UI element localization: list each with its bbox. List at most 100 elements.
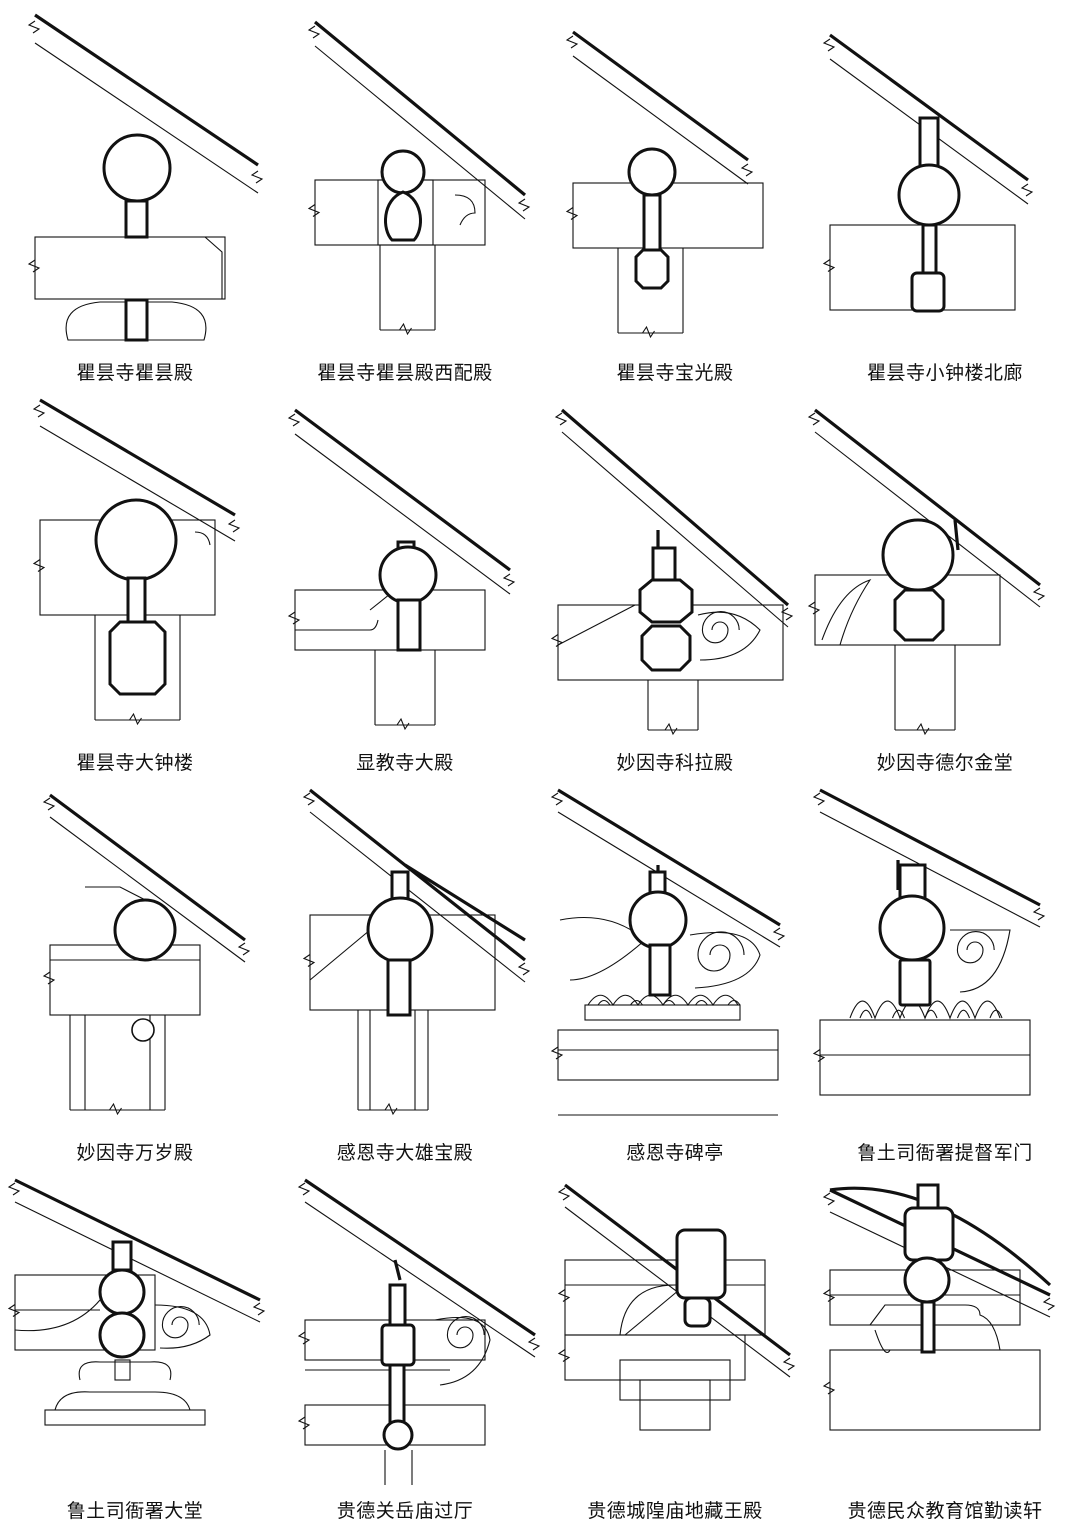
beam-break	[807, 601, 821, 615]
joint-drawing	[297, 1178, 541, 1485]
detail-panel: 瞿昙寺瞿昙殿	[0, 0, 270, 390]
beam-break	[297, 1331, 311, 1345]
panel-caption: 显教寺大殿	[356, 752, 454, 774]
rafter-break-left	[287, 413, 301, 427]
rafter-bottom-line	[14, 1201, 261, 1323]
round-block	[903, 1256, 951, 1304]
rafter-bottom-line	[814, 431, 1041, 608]
rafter-break-right	[1032, 587, 1046, 601]
joint-drawing	[565, 30, 764, 339]
beam-break	[307, 204, 321, 217]
base-plinth	[44, 1409, 206, 1426]
square-block	[675, 1228, 727, 1300]
beam-break	[7, 1304, 21, 1317]
carved-petal	[891, 1009, 906, 1019]
panel-caption: 妙因寺德尔金堂	[876, 752, 1014, 774]
rafter-break-left	[554, 412, 568, 426]
carved-petal	[989, 1009, 1003, 1019]
beam-break	[822, 1289, 836, 1302]
post-break	[129, 712, 142, 726]
carved-petal	[695, 999, 708, 1006]
rafter-break-left	[807, 412, 821, 426]
cloud-scroll-ornament	[446, 1316, 485, 1349]
rafter-bottom-line	[49, 816, 246, 963]
post-break	[109, 1102, 122, 1116]
rafter-top-line	[819, 788, 1041, 907]
detail-panel: 贵德民众教育馆勤读轩	[810, 1170, 1080, 1528]
joint-drawing	[32, 398, 241, 726]
upper-stem	[916, 1183, 940, 1212]
post-break	[399, 322, 412, 336]
cloud-bracket	[697, 611, 761, 661]
rafter-top-line	[829, 33, 1029, 182]
detail-panel: 鲁土司衙署提督军门	[810, 780, 1080, 1170]
square-block	[380, 1323, 416, 1367]
octagon-block	[893, 588, 945, 642]
joint-drawing	[27, 13, 264, 342]
panel-caption: 瞿昙寺小钟楼北廊	[866, 362, 1023, 384]
cloud-scroll-ornament	[956, 931, 995, 964]
post-break	[642, 325, 655, 339]
lower-stem	[683, 1296, 712, 1328]
octagon-block	[108, 620, 167, 696]
cloud-base	[65, 301, 207, 341]
lower-stem	[920, 1300, 936, 1354]
rafter-break-left	[557, 1187, 571, 1201]
cloud-bracket	[154, 1304, 211, 1349]
round-block	[380, 149, 426, 195]
joint-drawing	[550, 788, 786, 1116]
rafter-break-right	[502, 573, 516, 587]
long-stem	[388, 1363, 406, 1427]
square-block	[903, 1206, 955, 1262]
rafter-break-right	[517, 962, 531, 976]
leaf-brace	[821, 578, 872, 646]
joint-drawing	[287, 408, 516, 731]
drawing-group	[812, 788, 1046, 1096]
carved-base-top	[78, 1361, 172, 1381]
square-block	[910, 271, 946, 313]
beam-end	[204, 236, 223, 299]
beam	[14, 1274, 156, 1351]
beam	[49, 944, 201, 1016]
drawing-group	[7, 1178, 266, 1426]
rafter-bottom-line	[572, 55, 749, 185]
rafter-break-left	[550, 792, 564, 806]
lower-stem	[386, 958, 412, 1017]
post-break	[384, 1102, 398, 1116]
post-stem	[921, 223, 938, 277]
upper-stem	[918, 116, 940, 168]
rafter-break-left	[302, 792, 316, 806]
lower-beam	[819, 1019, 1031, 1096]
joint-drawing	[307, 20, 531, 336]
rafter-break-right	[227, 519, 241, 533]
cloud-scroll-ornament	[701, 611, 740, 644]
base-peg	[114, 1359, 131, 1381]
upper-stem	[898, 863, 927, 902]
beam-break	[822, 259, 836, 272]
rafter-top-line	[14, 1178, 261, 1302]
joint-drawing	[822, 33, 1034, 313]
upper-octagon	[638, 578, 694, 624]
brace-curve	[295, 619, 379, 631]
detail-panel: 贵德关岳庙过厅	[270, 1170, 541, 1528]
rafter-break-left	[822, 38, 836, 52]
joint-drawing	[550, 408, 794, 736]
rafter-break-right	[772, 927, 786, 941]
round-block	[878, 894, 946, 962]
rafter-bottom-line	[304, 1201, 536, 1358]
joint-drawing	[822, 1183, 1056, 1431]
panel-caption: 鲁土司衙署大堂	[66, 1500, 204, 1522]
drawing-group	[42, 793, 251, 1116]
beam-break	[550, 1046, 564, 1060]
beam-break	[42, 971, 56, 985]
brace-curve	[14, 1299, 101, 1332]
beam-break	[822, 1381, 836, 1395]
rafter-top-line	[309, 788, 526, 962]
round-block	[881, 518, 955, 592]
carved-flower-base	[587, 994, 739, 1007]
detail-panel: 感恩寺碑亭	[540, 780, 810, 1170]
rafter-top-line	[572, 30, 749, 162]
lower-stem	[648, 943, 672, 997]
lower-stem	[396, 598, 422, 652]
detail-panel: 瞿昙寺小钟楼北廊	[810, 0, 1080, 390]
